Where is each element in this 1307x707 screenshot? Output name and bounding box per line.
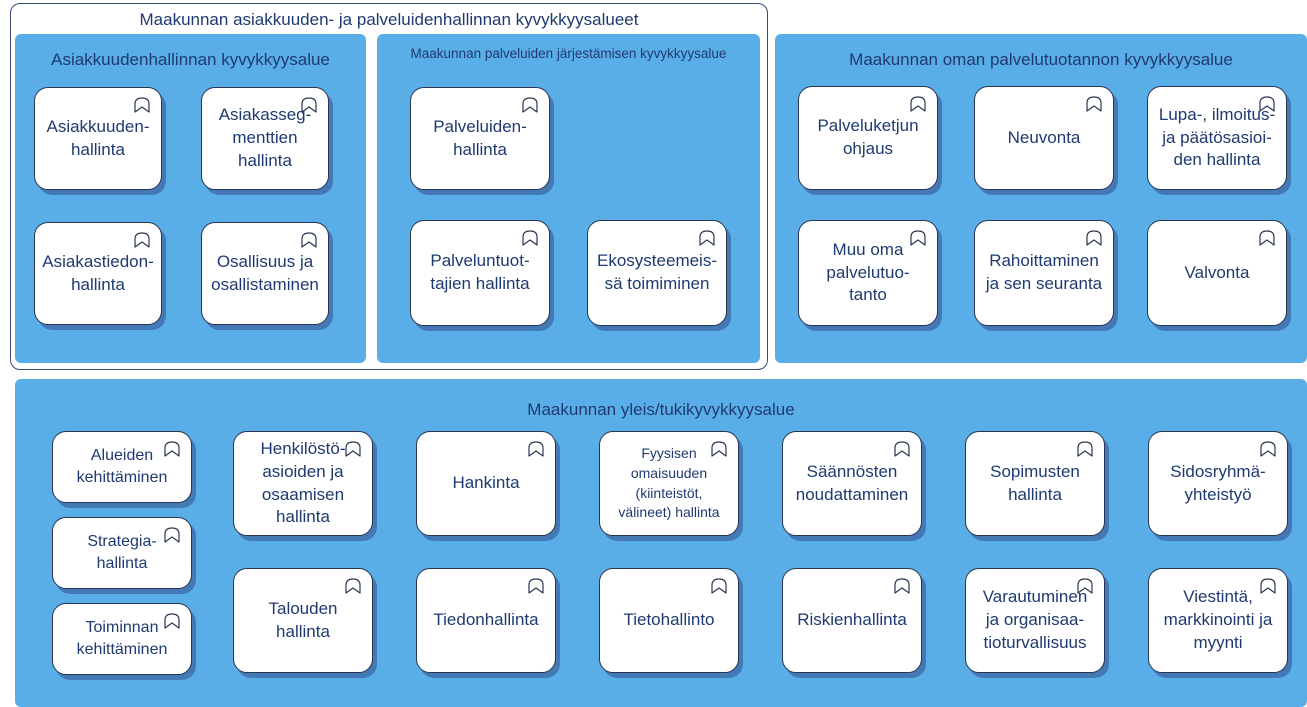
capability-label: Sopimusten hallinta [990, 461, 1080, 504]
capability-tuki-2[interactable]: Toiminnan kehittäminen [52, 603, 192, 675]
capability-label: Muu oma palvelutuo- tanto [826, 239, 910, 305]
capability-label: Valvonta [1184, 262, 1250, 282]
capability-tuki-6[interactable]: Tiedonhallinta [416, 568, 556, 673]
capability-tuotanto-2[interactable]: Lupa-, ilmoitus- ja päätösasioi- den hal… [1147, 86, 1287, 190]
capability-label: Palveluntuot- tajien hallinta [430, 251, 530, 293]
capability-tuki-7[interactable]: Fyysisen omaisuuden (kiinteistöt, väline… [599, 431, 739, 536]
capability-label: Henkilöstö- asioiden ja osaamisen hallin… [260, 438, 346, 527]
capability-label: Ekosysteemeis- sä toimiminen [597, 251, 717, 293]
area-own-production-title: Maakunnan oman palvelutuotannon kyvykkyy… [849, 50, 1233, 69]
capability-tuki-5[interactable]: Hankinta [416, 431, 556, 536]
capability-tuki-1[interactable]: Strategia- hallinta [52, 517, 192, 589]
capability-icon [163, 612, 181, 630]
capability-icon [1259, 440, 1277, 458]
capability-label: Hankinta [452, 473, 520, 493]
capability-icon [133, 96, 151, 114]
capability-label: Neuvonta [1007, 127, 1081, 147]
capability-label: Viestintä, markkinointi ja myynti [1163, 587, 1273, 652]
capability-icon [163, 526, 181, 544]
capability-tuotanto-1[interactable]: Neuvonta [974, 86, 1114, 190]
capability-icon [163, 440, 181, 458]
capability-label: Lupa-, ilmoitus- ja päätösasioi- den hal… [1158, 104, 1276, 170]
capability-icon [521, 229, 539, 247]
capability-label: Asiakastiedon- hallinta [42, 251, 154, 294]
capability-tuki-11[interactable]: Sopimusten hallinta [965, 431, 1105, 536]
capability-icon [1259, 577, 1277, 595]
capability-tuotanto-5[interactable]: Valvonta [1147, 220, 1287, 326]
capability-icon [344, 440, 362, 458]
capability-icon [893, 440, 911, 458]
capability-label: Asiakkuuden- hallinta [46, 116, 150, 159]
capability-icon [909, 229, 927, 247]
capability-tuki-13[interactable]: Sidosryhmä- yhteistyö [1148, 431, 1288, 536]
capability-asiakkuus-2[interactable]: Asiakastiedon- hallinta [34, 222, 162, 325]
area-service-organizing-title: Maakunnan palveluiden järjestämisen kyvy… [410, 46, 727, 61]
capability-jarjestaminen-1[interactable]: Palveluntuot- tajien hallinta [410, 220, 550, 326]
capability-icon [344, 577, 362, 595]
capability-tuki-14[interactable]: Viestintä, markkinointi ja myynti [1148, 568, 1288, 673]
capability-label: Asiakasseg- menttien hallinta [218, 105, 312, 170]
capability-tuki-3[interactable]: Henkilöstö- asioiden ja osaamisen hallin… [233, 431, 373, 536]
capability-label: Rahoittaminen ja sen seuranta [985, 251, 1103, 293]
capability-label: Palveluiden- hallinta [433, 116, 527, 159]
capability-icon [527, 440, 545, 458]
capability-tuotanto-4[interactable]: Rahoittaminen ja sen seuranta [974, 220, 1114, 326]
capability-asiakkuus-3[interactable]: Osallisuus ja osallistaminen [201, 222, 329, 325]
capability-label: Alueiden kehittäminen [76, 447, 168, 486]
capability-icon [710, 440, 728, 458]
capability-tuki-8[interactable]: Tietohallinto [599, 568, 739, 673]
capability-tuotanto-0[interactable]: Palveluketjun ohjaus [798, 86, 938, 190]
capability-label: Talouden hallinta [268, 598, 338, 641]
capability-asiakkuus-1[interactable]: Asiakasseg- menttien hallinta [201, 87, 329, 190]
capability-tuki-4[interactable]: Talouden hallinta [233, 568, 373, 673]
capability-icon [1085, 95, 1103, 113]
capability-label: Riskienhallinta [797, 610, 907, 630]
capability-label: Säännösten noudattaminen [795, 461, 909, 504]
capability-icon [300, 231, 318, 249]
capability-tuotanto-3[interactable]: Muu oma palvelutuo- tanto [798, 220, 938, 326]
capability-icon [527, 577, 545, 595]
capability-label: Tietohallinto [623, 610, 715, 630]
capability-label: Osallisuus ja osallistaminen [211, 251, 319, 294]
capability-icon [710, 577, 728, 595]
capability-label: Strategia- hallinta [87, 533, 157, 572]
capability-icon [1258, 229, 1276, 247]
capability-asiakkuus-0[interactable]: Asiakkuuden- hallinta [34, 87, 162, 190]
capability-icon [698, 229, 716, 247]
capability-icon [300, 96, 318, 114]
capability-label: Toiminnan kehittäminen [76, 619, 168, 658]
capability-label: Fyysisen omaisuuden (kiinteistöt, väline… [618, 445, 720, 521]
area-support-title: Maakunnan yleis/tukikyvykkyysalue [527, 400, 795, 419]
capability-label: Varautuminen ja organisaa- tioturvallisu… [982, 587, 1088, 652]
capability-label: Sidosryhmä- yhteistyö [1170, 461, 1266, 504]
capability-tuki-0[interactable]: Alueiden kehittäminen [52, 431, 192, 503]
capability-icon [1076, 577, 1094, 595]
capability-icon [1258, 95, 1276, 113]
capability-icon [893, 577, 911, 595]
capability-tuki-9[interactable]: Säännösten noudattaminen [782, 431, 922, 536]
capability-label: Palveluketjun ohjaus [817, 116, 919, 158]
capability-jarjestaminen-2[interactable]: Ekosysteemeis- sä toimiminen [587, 220, 727, 326]
group-title: Maakunnan asiakkuuden- ja palveluidenhal… [139, 10, 639, 29]
capability-jarjestaminen-0[interactable]: Palveluiden- hallinta [410, 87, 550, 190]
capability-icon [909, 95, 927, 113]
capability-icon [1076, 440, 1094, 458]
capability-label: Tiedonhallinta [433, 610, 539, 630]
area-customer-management-title: Asiakkuudenhallinnan kyvykkyysalue [51, 50, 330, 69]
capability-tuki-12[interactable]: Varautuminen ja organisaa- tioturvallisu… [965, 568, 1105, 673]
capability-icon [521, 96, 539, 114]
capability-tuki-10[interactable]: Riskienhallinta [782, 568, 922, 673]
capability-icon [133, 231, 151, 249]
capability-icon [1085, 229, 1103, 247]
